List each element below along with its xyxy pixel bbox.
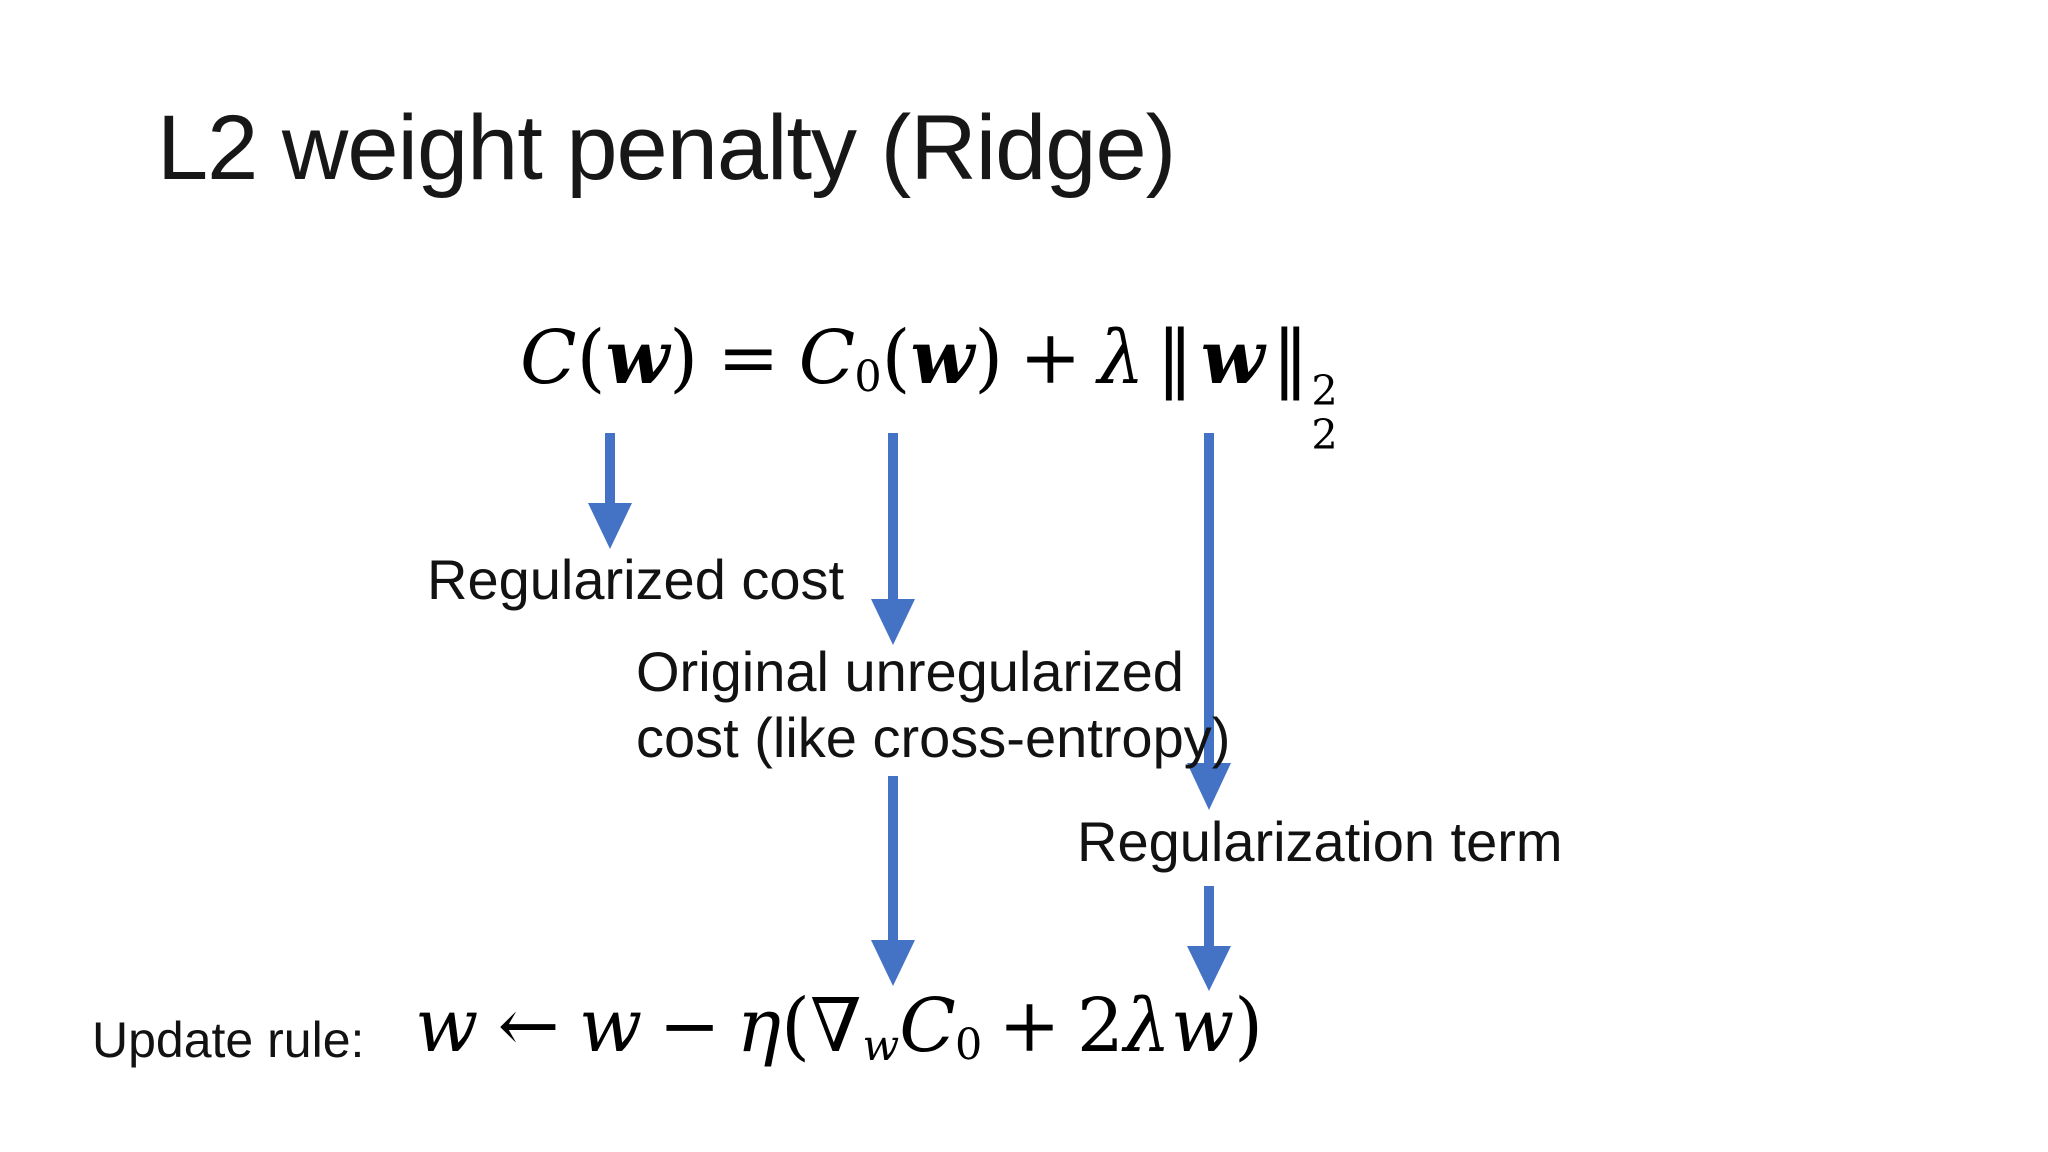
math-nabla-sub-w: w	[862, 1021, 900, 1072]
math-two: 2	[1076, 983, 1124, 1069]
math-lparen2: (	[881, 315, 911, 401]
math-sup-two: 2	[1311, 366, 1338, 415]
math-rparen: )	[669, 315, 699, 401]
label-regularization-term: Regularization term	[1077, 809, 1563, 875]
arrow-regularization-term-to-update-rule	[1187, 886, 1231, 991]
update-rule-formula: w←w−η(∇wC0+2λw)	[415, 982, 1263, 1073]
math-plus: +	[1019, 315, 1082, 401]
label-regularized-cost-text: Regularized cost	[427, 548, 845, 611]
math-w3: w	[1170, 983, 1235, 1069]
math-norm-left: ‖	[1156, 315, 1194, 401]
math-norm-right: ‖	[1271, 315, 1309, 401]
update-rule-label: Update rule:	[92, 1012, 365, 1068]
math-sub-two: 2	[1311, 411, 1338, 460]
slide-title: L2 weight penalty (Ridge)	[157, 97, 1176, 199]
label-original-cost-line1: Original unregularized	[636, 640, 1184, 703]
math-C-sub-zero: 0	[954, 1019, 983, 1070]
math-rparen2: )	[974, 315, 1004, 401]
math-left-arrow: ←	[497, 983, 560, 1069]
math-w2: w	[578, 983, 643, 1069]
math-minus: −	[658, 983, 721, 1069]
math-w: w	[415, 983, 479, 1069]
math-lparen: (	[781, 983, 810, 1069]
math-plus: +	[998, 983, 1061, 1069]
math-nabla: ∇	[809, 983, 862, 1069]
arrow-to-original-cost	[871, 433, 915, 645]
label-regularization-term-text: Regularization term	[1077, 810, 1563, 873]
math-rparen: )	[1234, 983, 1264, 1069]
math-sub-zero: 0	[854, 351, 882, 402]
math-C: C	[520, 315, 577, 401]
arrow-original-cost-to-update-rule	[871, 776, 915, 986]
math-lambda: λ	[1123, 983, 1171, 1069]
label-original-cost: Original unregularized cost (like cross-…	[636, 639, 1230, 770]
math-w-vector: w	[605, 315, 670, 401]
math-w-vector3: w	[1200, 315, 1265, 401]
math-lparen: (	[576, 315, 606, 401]
math-C0: C	[798, 315, 856, 401]
math-C: C	[899, 983, 956, 1069]
math-lambda: λ	[1097, 315, 1145, 401]
math-eta: η	[736, 983, 782, 1069]
math-equals: =	[717, 315, 780, 401]
label-regularized-cost: Regularized cost	[427, 547, 844, 613]
label-original-cost-line2: cost (like cross-entropy)	[636, 705, 1231, 769]
math-w-vector2: w	[910, 315, 975, 401]
